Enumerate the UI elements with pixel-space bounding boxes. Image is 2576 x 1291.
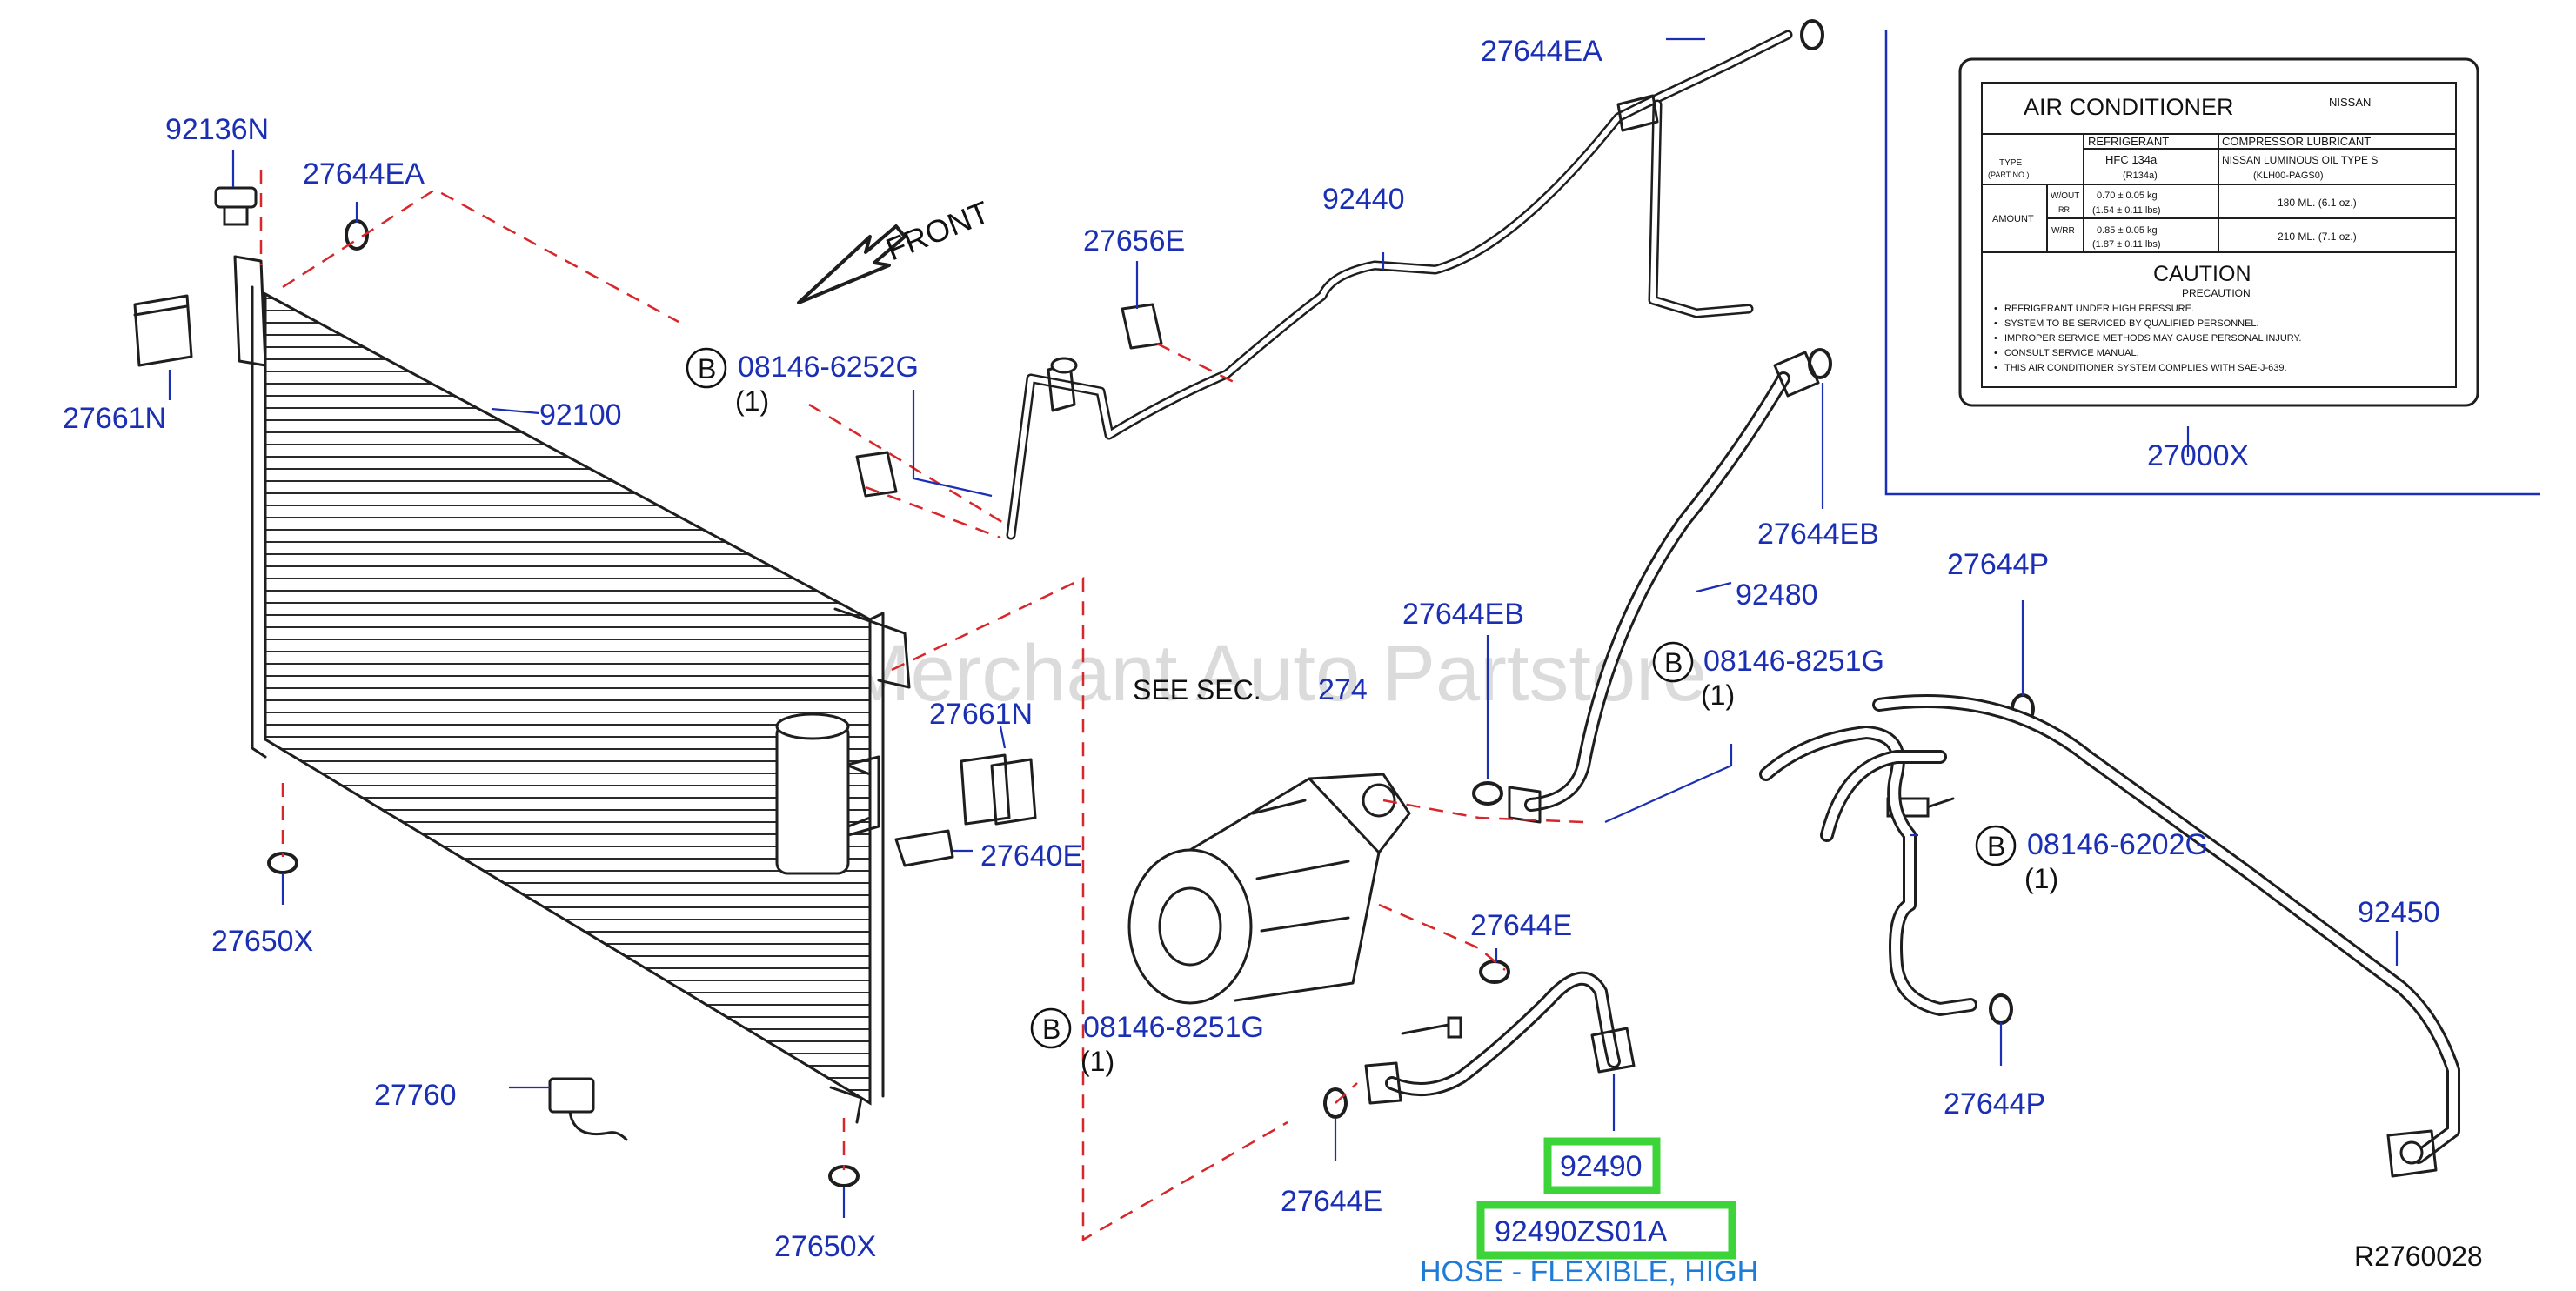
ac-refrigerant-type: HFC 134a [2105, 153, 2158, 166]
part-label-27656e: 27656E [1083, 224, 1185, 258]
ac-lubricant-code: (KLH00-PAGS0) [2253, 171, 2324, 181]
ac-wout-kg: 0.70 ± 0.05 kg [2097, 191, 2158, 201]
ac-wrr-ml: 210 ML. (7.1 oz.) [2278, 231, 2357, 243]
part-label-92440: 92440 [1322, 183, 1405, 216]
see-sec-prefix: SEE SEC. [1133, 674, 1261, 706]
ac-refrigerant-header: REFRIGERANT [2088, 135, 2169, 148]
ac-bullet: SYSTEM TO BE SERVICED BY QUALIFIED PERSO… [2004, 318, 2259, 329]
condenser-92100 [233, 255, 911, 1124]
bolt-callout: B 08146-8251G (1) [1652, 641, 1884, 711]
bolt-callout: B 08146-8251G (1) [1030, 1007, 1264, 1077]
svg-text:•: • [1994, 363, 1997, 373]
ac-refrigerant-code: (R134a) [2123, 171, 2158, 181]
ac-wrr-label: W/RR [2051, 226, 2075, 236]
part-label-92136n: 92136N [165, 113, 269, 146]
highlighted-oem-number: 92490ZS01A [1495, 1215, 1668, 1248]
highlighted-part: 92490 92490ZS01A HOSE - FLEXIBLE, HIGH [1420, 1137, 1758, 1288]
ac-type-label: TYPE [1999, 158, 2022, 168]
see-section-ref: SEE SEC. 274 [1133, 673, 1368, 706]
part-label-27760: 27760 [374, 1079, 457, 1112]
pipe-92450 [1759, 694, 2460, 1178]
part-label-27644e: 27644E [1281, 1185, 1382, 1218]
ac-partno-label: (PART NO.) [1988, 171, 2030, 179]
svg-text:B: B [1987, 831, 2005, 862]
ac-wout-lbs: (1.54 ± 0.11 lbs) [2092, 205, 2161, 216]
highlighted-part-number: 92490 [1560, 1150, 1643, 1183]
part-label-27644eb: 27644EB [1757, 518, 1879, 551]
part-label-27644p: 27644P [1944, 1087, 2045, 1120]
part-label-92480: 92480 [1736, 579, 1818, 612]
ac-wrr-lbs: (1.87 ± 0.11 lbs) [2092, 239, 2161, 250]
highlighted-description: HOSE - FLEXIBLE, HIGH [1420, 1255, 1758, 1288]
svg-text:•: • [1994, 348, 1997, 358]
ac-brand: NISSAN [2329, 96, 2371, 109]
part-label-92450: 92450 [2358, 896, 2440, 929]
front-label: FRONT [881, 194, 994, 267]
assembly-lines [259, 170, 1584, 1242]
part-label-27644ea: 27644EA [1481, 35, 1602, 68]
bolt-code: 08146-8251G [1703, 645, 1884, 678]
ac-bullets: • REFRIGERANT UNDER HIGH PRESSURE. • SYS… [1994, 304, 2302, 373]
svg-text:•: • [1994, 333, 1997, 344]
part-label-27661n: 27661N [63, 402, 166, 435]
ac-precaution: PRECAUTION [2182, 287, 2251, 299]
part-label-27640e: 27640E [980, 839, 1082, 873]
ac-wrr-kg: 0.85 ± 0.05 kg [2097, 225, 2158, 236]
part-label-92100: 92100 [539, 398, 622, 431]
part-label-27650x: 27650X [774, 1230, 876, 1263]
ac-amount-label: AMOUNT [1992, 214, 2034, 224]
drawing-id: R2760028 [2354, 1241, 2483, 1272]
ac-caution: CAUTION [2153, 262, 2251, 286]
part-label-27661n: 27661N [929, 698, 1033, 731]
ac-rr-label: RR [2058, 205, 2070, 214]
bolt-code: 08146-6202G [2027, 828, 2208, 861]
see-sec-number: 274 [1318, 673, 1368, 706]
ac-bullet: THIS AIR CONDITIONER SYSTEM COMPLIES WIT… [2004, 363, 2287, 373]
part-labels: 92136N 27644EA 27661N 92100 27650X 27760… [63, 35, 2440, 1263]
hose-92480 [1508, 351, 1820, 824]
pressure-switch [214, 186, 258, 226]
part-label-27650x: 27650X [211, 925, 313, 958]
leader-lines [168, 37, 2399, 1218]
hose-92490 [1364, 971, 1636, 1105]
pipe-92440 [1006, 30, 1793, 540]
svg-text:B: B [698, 353, 716, 385]
label-frame [1884, 30, 2540, 496]
svg-text:•: • [1994, 304, 1997, 314]
part-label-27644e: 27644E [1470, 909, 1572, 942]
ac-label-27000x: AIR CONDITIONER NISSAN REFRIGERANT COMPR… [1958, 57, 2479, 407]
front-arrow: FRONT [797, 194, 994, 304]
bolt-qty: (1) [735, 385, 769, 417]
bolt-qty: (1) [1701, 679, 1735, 711]
ac-bullet: REFRIGERANT UNDER HIGH PRESSURE. [2004, 304, 2194, 314]
ac-title: AIR CONDITIONER [2024, 94, 2234, 120]
ac-bullet: CONSULT SERVICE MANUAL. [2004, 348, 2139, 358]
part-label-27644eb: 27644EB [1402, 598, 1524, 631]
bolt-qty: (1) [2024, 863, 2058, 894]
ac-compressor-header: COMPRESSOR LUBRICANT [2222, 135, 2371, 148]
svg-text:B: B [1664, 647, 1683, 679]
ac-wout-ml: 180 ML. (6.1 oz.) [2278, 197, 2357, 209]
ac-lubricant-type: NISSAN LUMINOUS OIL TYPE S [2222, 154, 2378, 166]
svg-text:B: B [1042, 1013, 1061, 1045]
bolt-code: 08146-8251G [1083, 1011, 1264, 1044]
ac-wout-label: W/OUT [2051, 191, 2079, 201]
bolt-callout: B 08146-6202G (1) [1975, 825, 2208, 894]
part-label-27644ea: 27644EA [303, 157, 425, 191]
svg-text:•: • [1994, 318, 1997, 329]
part-label-27000x: 27000X [2147, 439, 2249, 472]
ac-bullet: IMPROPER SERVICE METHODS MAY CAUSE PERSO… [2004, 333, 2302, 344]
receiver-drier [775, 712, 872, 875]
bolt-callout: B 08146-6252G (1) [686, 347, 919, 417]
compressor [1127, 773, 1411, 1005]
bolt-qty: (1) [1081, 1046, 1114, 1077]
bolt-code: 08146-6252G [738, 351, 919, 384]
part-label-27644p: 27644P [1947, 548, 2049, 581]
